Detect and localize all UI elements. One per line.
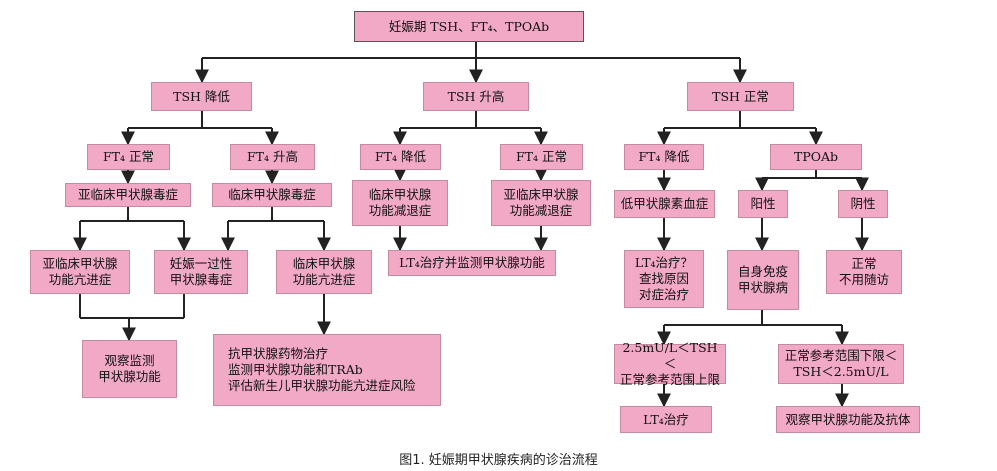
node-normal-no-followup: 正常 不用随访 xyxy=(826,250,902,294)
node-lt4-find-cause: LT₄治疗？ 查找原因 对症治疗 xyxy=(624,250,704,308)
node-tsh-normal: TSH 正常 xyxy=(687,82,794,111)
node-observe-function-antibody: 观察甲状腺功能及抗体 xyxy=(776,406,920,433)
node-hypothyroxinemia: 低甲状腺素血症 xyxy=(614,190,715,218)
node-antithyroid-treatment: 抗甲状腺药物治疗 监测甲状腺功能和TRAb 评估新生儿甲状腺功能亢进症风险 xyxy=(213,334,441,406)
node-subclinical-hypothyroidism: 亚临床甲状腺 功能减退症 xyxy=(491,180,591,226)
node-lt4-monitor: LT₄治疗并监测甲状腺功能 xyxy=(388,250,556,276)
node-tpoab: TPOAb xyxy=(770,144,862,170)
node-lt4-treatment: LT₄治疗 xyxy=(620,406,712,433)
node-clinical-hyperthyroidism: 临床甲状腺 功能亢进症 xyxy=(276,250,372,294)
node-subclinical-hyperthyroidism: 亚临床甲状腺 功能亢进症 xyxy=(30,250,130,294)
node-positive: 阳性 xyxy=(738,190,788,218)
figure-caption: 图1. 妊娠期甲状腺疾病的诊治流程 xyxy=(399,453,598,468)
node-subclinical-thyrotoxicosis: 亚临床甲状腺毒症 xyxy=(65,183,191,207)
node-ft4-low-1: FT₄ 降低 xyxy=(360,144,441,170)
node-tsh-high: TSH 升高 xyxy=(423,82,529,111)
node-negative: 阴性 xyxy=(838,190,888,218)
node-ft4-low-2: FT₄ 降低 xyxy=(624,144,704,170)
node-tsh-lower-range: 正常参考范围下限＜ TSH＜2.5mU/L xyxy=(778,344,904,384)
node-autoimmune-thyroid: 自身免疫 甲状腺病 xyxy=(727,250,799,310)
node-gestational-thyrotoxicosis: 妊娠一过性 甲状腺毒症 xyxy=(154,250,248,294)
node-tsh-low: TSH 降低 xyxy=(151,82,252,111)
node-ft4-high: FT₄ 升高 xyxy=(230,144,315,170)
node-root: 妊娠期 TSH、FT₄、TPOAb xyxy=(354,11,584,42)
node-clinical-hypothyroidism: 临床甲状腺 功能减退症 xyxy=(352,180,448,226)
node-clinical-thyrotoxicosis: 临床甲状腺毒症 xyxy=(212,183,332,207)
node-ft4-normal-2: FT₄ 正常 xyxy=(500,144,583,170)
node-observe-thyroid-function: 观察监测 甲状腺功能 xyxy=(82,340,177,398)
node-ft4-normal-1: FT₄ 正常 xyxy=(87,144,170,170)
node-tsh-upper-range: 2.5mU/L＜TSH＜ 正常参考范围上限 xyxy=(614,340,726,387)
